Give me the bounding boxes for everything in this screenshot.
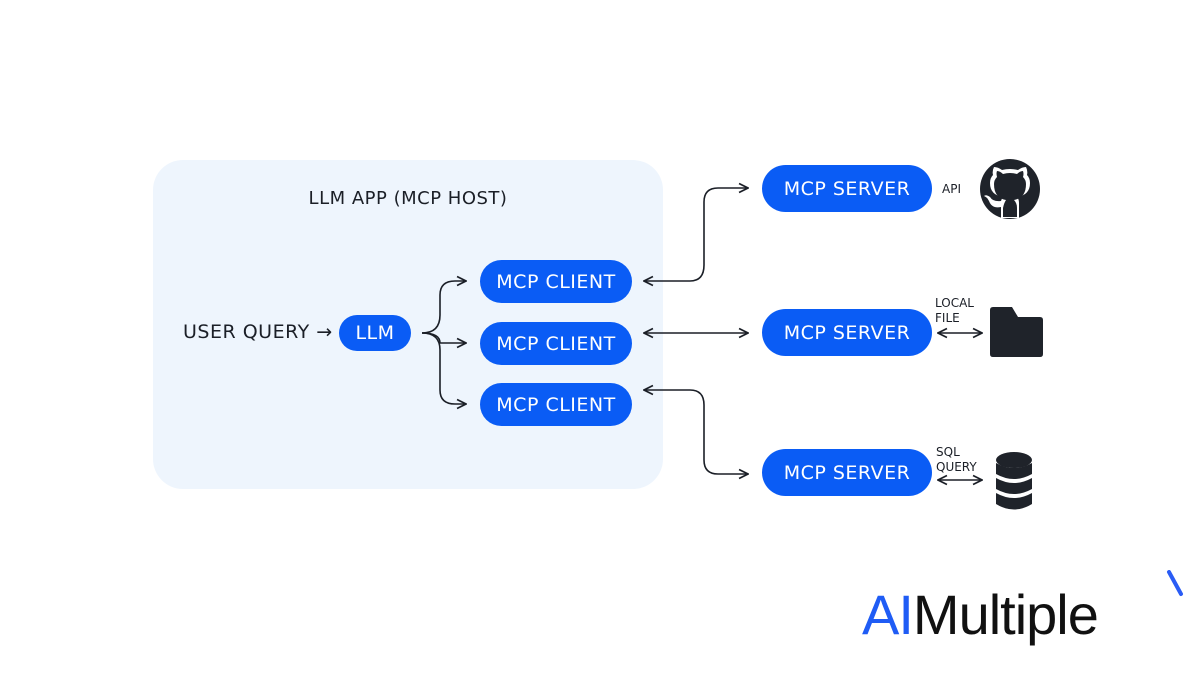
api-label: API [942, 182, 961, 196]
user-query-label: USER QUERY → [183, 321, 333, 343]
local-file-label: LOCAL FILE [935, 296, 974, 325]
mcp-server-1: MCP SERVER [762, 165, 932, 212]
database-icon [996, 452, 1032, 510]
llm-node: LLM [339, 315, 411, 351]
llm-to-client-3 [421, 332, 466, 404]
sql-query-label: SQL QUERY [936, 445, 977, 474]
logo-ai: AI [862, 583, 914, 646]
folder-icon [990, 307, 1043, 357]
host-title: LLM APP (MCP HOST) [308, 188, 508, 209]
mcp-client-1: MCP CLIENT [480, 260, 632, 303]
client1-server1 [644, 188, 748, 281]
client3-server3 [644, 390, 748, 474]
logo-accent-icon [1167, 570, 1183, 596]
mcp-server-3: MCP SERVER [762, 449, 932, 496]
github-icon [980, 159, 1040, 219]
mcp-server-2: MCP SERVER [762, 309, 932, 356]
mcp-client-3: MCP CLIENT [480, 383, 632, 426]
logo-multiple: Multiple [912, 583, 1099, 646]
mcp-client-2: MCP CLIENT [480, 322, 632, 365]
llm-to-client-1 [421, 281, 466, 334]
aimultiple-logo: AIMultiple [862, 582, 1099, 647]
